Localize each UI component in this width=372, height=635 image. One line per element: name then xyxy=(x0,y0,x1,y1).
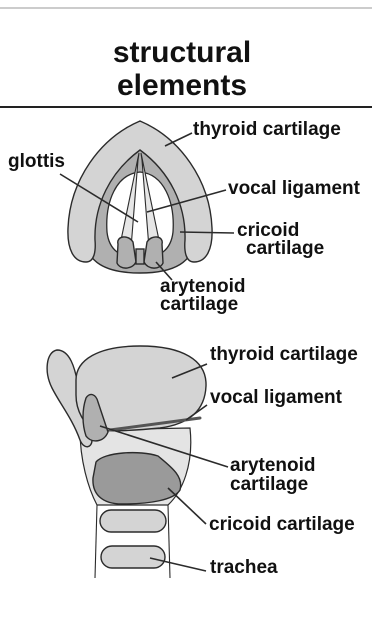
trachea-right-outline xyxy=(168,505,170,578)
superior-vocal-ligament-label: vocal ligament xyxy=(228,178,361,199)
title-line-1: structural xyxy=(113,36,251,69)
superior-cricoid-label-line-2: cartilage xyxy=(246,238,324,259)
lateral-cricoid-leader xyxy=(168,488,206,524)
left-arytenoid-shape xyxy=(117,237,136,268)
trachea-ring-upper xyxy=(100,510,166,532)
superior-cricoid-leader xyxy=(180,232,234,233)
lateral-cricoid-cartilage-label: cricoid cartilage xyxy=(209,514,355,535)
lateral-vocal-ligament-label: vocal ligament xyxy=(210,387,343,408)
interarytenoid-shape xyxy=(136,249,144,264)
trachea-left-outline xyxy=(95,505,97,578)
lateral-thyroid-cartilage-label: thyroid cartilage xyxy=(210,344,358,365)
superior-thyroid-cartilage-label: thyroid cartilage xyxy=(193,119,341,140)
superior-arytenoid-label-line-2: cartilage xyxy=(160,294,238,315)
right-arytenoid-shape xyxy=(144,237,163,268)
lateral-arytenoid-label-line-1: arytenoid xyxy=(230,455,316,476)
superior-view: thyroid cartilage glottis vocal ligament… xyxy=(8,119,361,315)
trachea-label: trachea xyxy=(210,557,278,578)
lateral-view: thyroid cartilage vocal ligament aryteno… xyxy=(47,344,358,578)
trachea-ring-lower xyxy=(101,546,165,568)
glottis-label: glottis xyxy=(8,151,65,172)
title-line-2: elements xyxy=(117,69,247,102)
lateral-arytenoid-label-line-2: cartilage xyxy=(230,474,308,495)
